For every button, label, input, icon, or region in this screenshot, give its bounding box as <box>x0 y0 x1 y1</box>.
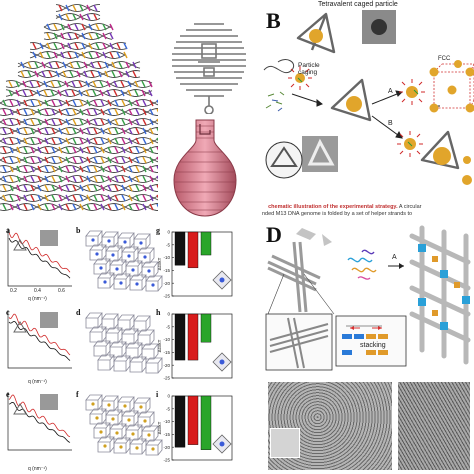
label-f: f <box>76 390 79 399</box>
caption-bold: chematic illustration of the experimenta… <box>268 204 398 210</box>
stacking-label: stacking <box>360 342 386 349</box>
label-g: g <box>156 226 160 235</box>
bar-chart-1: 0 -5 -10 -15 -20 -25 ΔG/kT <box>158 230 233 299</box>
y-tick-label: -15 <box>163 432 170 437</box>
origami-vase <box>173 119 237 217</box>
bar-red <box>187 231 199 269</box>
label-c: c <box>6 308 10 317</box>
bar-red <box>187 313 199 361</box>
y-tick-label: -5 <box>166 406 170 411</box>
y-tick-label: -20 <box>163 363 170 368</box>
q-tick-3: 0.6 <box>58 288 65 294</box>
panel-c: a c e q (nm⁻¹) q (nm⁻¹) q (nm⁻¹) 0.2 0.4… <box>0 222 262 474</box>
bar-green <box>200 313 212 343</box>
bar-chart-3: 0 -5 -10 -15 -20 -25 ΔG/kT <box>158 394 233 463</box>
q-tick-2: 0.4 <box>34 288 41 294</box>
y-tick-label: -5 <box>166 242 170 247</box>
bar-black <box>174 395 186 448</box>
label-a: a <box>6 226 10 235</box>
caption-rest: A circular nded M13 DNA genome is folded… <box>262 204 422 217</box>
cage-particle <box>219 359 225 365</box>
bar-green <box>200 395 212 450</box>
q-axis-label-3: q (nm⁻¹) <box>28 466 47 472</box>
bar-black <box>174 313 186 361</box>
y-tick-label: -5 <box>166 324 170 329</box>
panel-d: D <box>262 222 474 474</box>
dna-helix-pyramid <box>0 4 158 211</box>
bar-black <box>174 231 186 266</box>
origami-maze-pattern <box>172 23 246 114</box>
saxs-curves <box>7 228 72 451</box>
panel-label-d: D <box>266 222 282 247</box>
label-e: e <box>6 390 10 399</box>
y-tick-label: -10 <box>163 255 170 260</box>
tetravalent-title: Tetravalent caged particle <box>318 1 398 8</box>
tem-micrograph-right <box>398 382 470 470</box>
stacking-schematic <box>265 225 471 371</box>
tem-micrograph-inset <box>270 428 300 458</box>
label-i: i <box>156 390 159 399</box>
y-tick-label: -25 <box>163 458 170 463</box>
cage-lattices <box>85 230 163 456</box>
cage-particle <box>219 277 225 283</box>
panel-a <box>0 0 262 222</box>
q-axis-label-2: q (nm⁻¹) <box>28 379 47 385</box>
cage-particle <box>219 441 225 447</box>
bar-red <box>187 395 199 445</box>
free-energy-bar-charts: 0-5-10-15-20-25ΔG/kT0-5-10-15-20-25ΔG/kT… <box>158 230 233 463</box>
q-axis-label-1: q (nm⁻¹) <box>28 296 47 302</box>
path-b-label: B <box>388 120 393 127</box>
y-tick-label: 0 <box>167 394 170 399</box>
y-tick-label: -20 <box>163 445 170 450</box>
bar-green <box>200 231 212 256</box>
caged-particle-schematic <box>263 10 474 185</box>
bar-chart-2: 0 -5 -10 -15 -20 -25 ΔG/kT <box>158 312 233 381</box>
y-tick-label: -15 <box>163 350 170 355</box>
y-tick-label: -10 <box>163 337 170 342</box>
fcc-label: FCC <box>438 56 451 62</box>
label-d: d <box>76 308 81 317</box>
panel-label-b: B <box>266 8 281 33</box>
label-h: h <box>156 308 161 317</box>
path-a-label-d: A <box>392 254 397 261</box>
y-axis-label: ΔG/kT <box>158 421 162 434</box>
y-tick-label: 0 <box>167 312 170 317</box>
y-tick-label: -15 <box>163 268 170 273</box>
y-axis-label: ΔG/kT <box>158 257 162 270</box>
y-tick-label: -25 <box>163 376 170 381</box>
q-tick-1: 0.2 <box>10 288 17 294</box>
y-axis-label: ΔG/kT <box>158 339 162 352</box>
particle-caging-label: Particle caging <box>298 62 320 76</box>
panel-b-caption: chematic illustration of the experimenta… <box>262 197 474 222</box>
y-tick-label: 0 <box>167 230 170 235</box>
path-a-label: A <box>388 88 393 95</box>
panel-b: B Tetravalent caged particle <box>262 0 474 222</box>
y-tick-label: -20 <box>163 281 170 286</box>
label-b: b <box>76 226 81 235</box>
y-tick-label: -25 <box>163 294 170 299</box>
y-tick-label: -10 <box>163 419 170 424</box>
